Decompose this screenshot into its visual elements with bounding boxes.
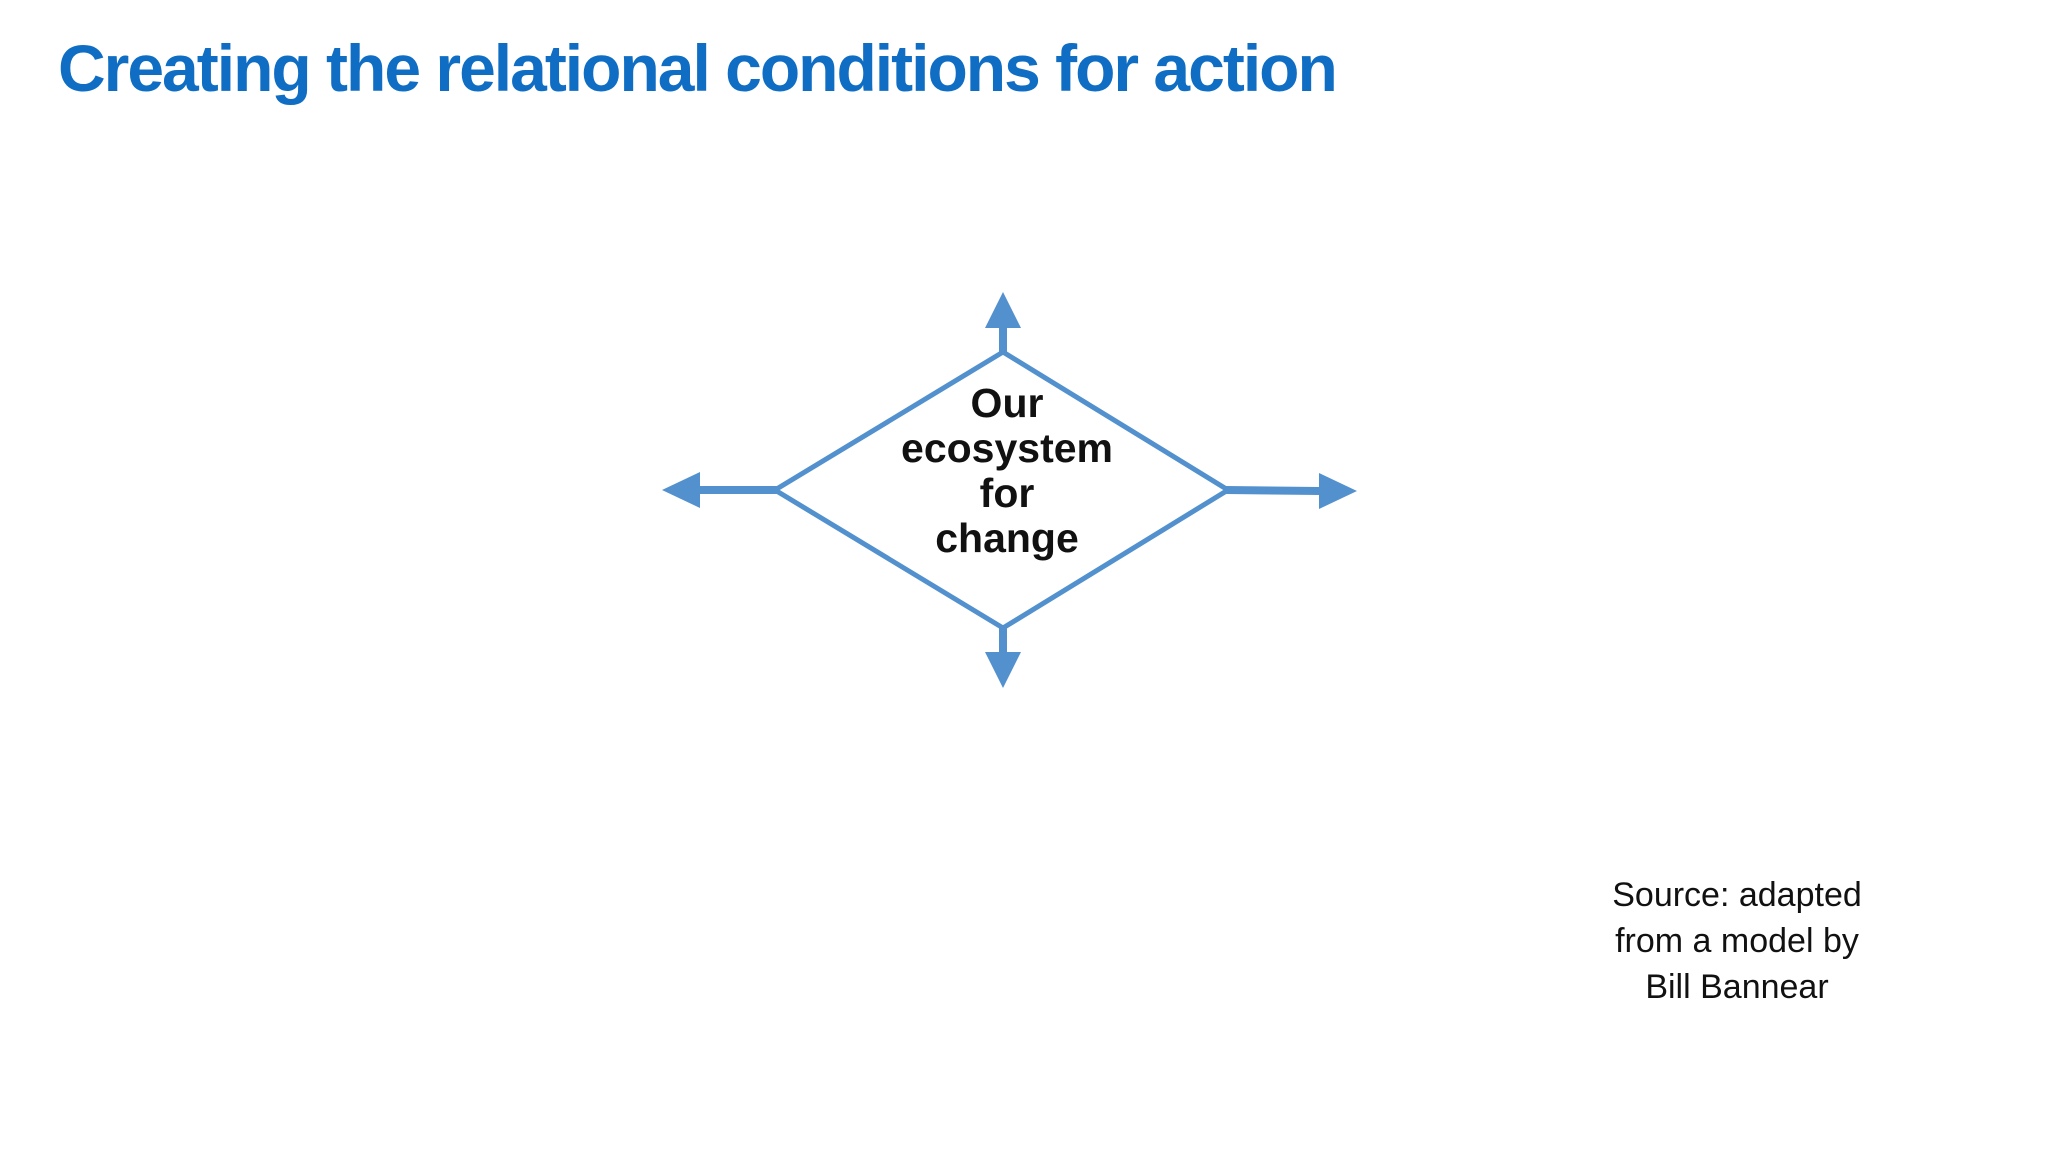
source-note: Source: adapted from a model by Bill Ban… <box>1612 876 1862 1006</box>
arrow-up-icon <box>985 292 1021 354</box>
diamond-label: Our ecosystem for change <box>901 380 1113 561</box>
arrow-up-head <box>985 292 1021 328</box>
arrow-right-head <box>1319 473 1357 509</box>
slide-title: Creating the relational conditions for a… <box>58 31 1338 105</box>
arrow-left-icon <box>662 472 777 508</box>
arrow-left-head <box>662 472 700 508</box>
arrow-right-shaft <box>1225 486 1321 495</box>
arrow-down-icon <box>985 626 1021 688</box>
arrow-right-icon <box>1225 473 1357 509</box>
arrow-down-head <box>985 652 1021 688</box>
